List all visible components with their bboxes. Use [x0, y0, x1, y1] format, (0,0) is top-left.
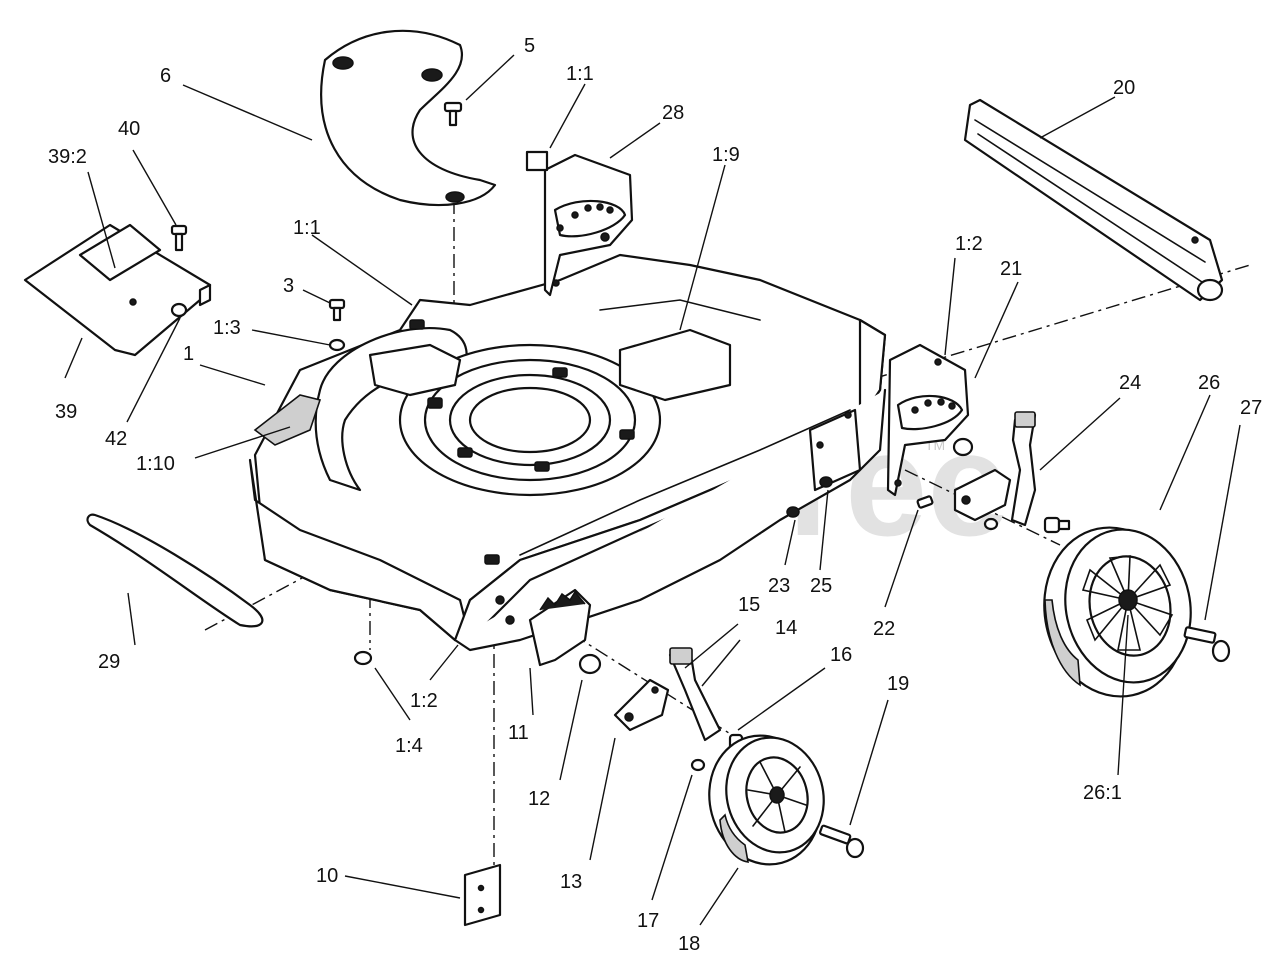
deck-housing [248, 253, 887, 652]
callout-1-9: 1:9 [712, 144, 740, 166]
callout-1-10: 1:10 [136, 453, 175, 475]
part-24-bolt [1043, 516, 1071, 534]
callout-17: 17 [637, 910, 659, 932]
part-20-rear-rail [963, 98, 1224, 302]
callout-20: 20 [1113, 77, 1135, 99]
part-24-washer [983, 517, 999, 531]
callout-labels: 6 5 1:1 28 1:9 20 40 39:2 1:1 3 1:3 1 39… [48, 35, 1262, 955]
callout-10: 10 [316, 865, 338, 887]
part-25-nut [819, 476, 833, 488]
callout-1-1-left: 1:1 [293, 217, 321, 239]
callout-26: 26 [1198, 372, 1220, 394]
part-28-height-adjuster [543, 153, 634, 297]
callout-40: 40 [118, 118, 140, 140]
callout-22: 22 [873, 618, 895, 640]
callout-1-3: 1:3 [213, 317, 241, 339]
callout-13: 13 [560, 871, 582, 893]
part-1-2-height-adjuster-rear [886, 343, 970, 497]
leader-lines [64, 54, 1241, 926]
part-42-nut [170, 302, 188, 318]
callout-1-2-rear: 1:2 [955, 233, 983, 255]
part-3-bolt [328, 298, 346, 352]
callout-6: 6 [160, 65, 171, 87]
part-22-bolt [916, 495, 934, 509]
callout-3: 3 [283, 275, 294, 297]
callout-5: 5 [524, 35, 535, 57]
callout-1-1-top: 1:1 [566, 63, 594, 85]
part-5-bolt [443, 101, 463, 127]
callout-26-1: 26:1 [1083, 782, 1122, 804]
callout-1: 1 [183, 343, 194, 365]
part-6-baffle [320, 29, 497, 207]
callout-29: 29 [98, 651, 120, 673]
callout-24: 24 [1119, 372, 1141, 394]
part-11-height-lever [528, 588, 592, 667]
part-29-bumper [86, 513, 264, 628]
part-19-axle-bolt [818, 824, 865, 859]
part-13-bracket [613, 678, 670, 732]
part-40-screw [170, 224, 188, 252]
part-24-bracket [953, 411, 1037, 527]
callout-19: 19 [887, 673, 909, 695]
callout-11: 11 [508, 722, 529, 744]
callout-21: 21 [1000, 258, 1022, 280]
callout-14: 14 [775, 617, 797, 639]
callout-27: 27 [1240, 397, 1262, 419]
callout-39: 39 [55, 401, 77, 423]
part-12-washer [578, 653, 602, 675]
part-39-cover [23, 223, 212, 357]
callout-23: 23 [768, 575, 790, 597]
callout-1-4: 1:4 [395, 735, 423, 757]
decal-1-1 [525, 150, 549, 172]
part-27-axle-bolt [1183, 626, 1231, 663]
callout-16: 16 [830, 644, 852, 666]
part-17-washer [690, 758, 706, 772]
callout-1-2-front: 1:2 [410, 690, 438, 712]
callout-42: 42 [105, 428, 127, 450]
callout-18: 18 [678, 933, 700, 955]
part-23-nut [786, 506, 800, 518]
part-14-arm [668, 647, 722, 742]
part-26-rear-wheel [1043, 526, 1192, 698]
part-10-plate [463, 863, 502, 927]
callout-12: 12 [528, 788, 550, 810]
callout-25: 25 [810, 575, 832, 597]
part-18-front-wheel [708, 734, 825, 866]
callout-39-2: 39:2 [48, 146, 87, 168]
callout-28: 28 [662, 102, 684, 124]
part-22-washer [952, 437, 974, 457]
callout-15: 15 [738, 594, 760, 616]
part-1-4-nut [353, 650, 373, 666]
